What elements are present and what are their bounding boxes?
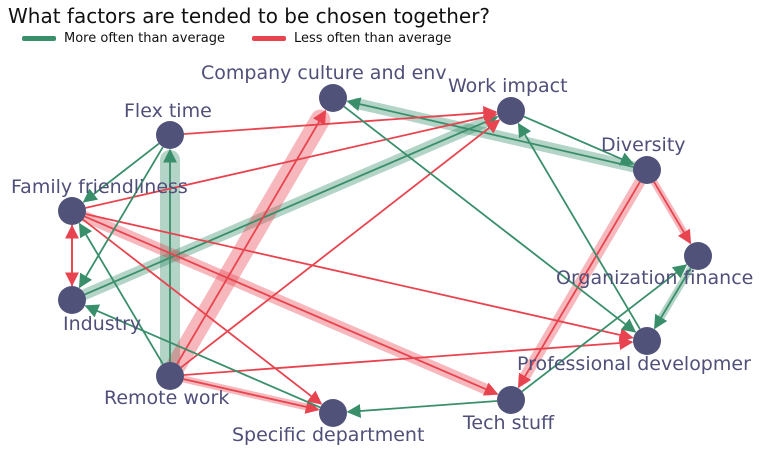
- node-tech_stuff[interactable]: [497, 386, 525, 414]
- edge-remote_work-company_culture: [176, 109, 327, 365]
- node-label-diversity: Diversity: [601, 134, 686, 156]
- edge-company_culture-professional_development: [343, 105, 637, 333]
- edge-flex_time-work_impact: [183, 105, 498, 135]
- node-flex_time[interactable]: [156, 121, 184, 149]
- legend-swatch-less: [252, 36, 286, 41]
- edge-diversity-tech_stuff: [517, 181, 641, 389]
- node-label-work_impact: Work impact: [448, 75, 568, 97]
- edge-industry-work_impact: [84, 115, 499, 296]
- node-label-family_friendliness: Family friendliness: [11, 176, 188, 198]
- edge-professional_development-work_impact: [517, 122, 641, 330]
- node-organization_finance[interactable]: [684, 242, 712, 270]
- node-label-company_culture: Company culture and env: [201, 62, 447, 84]
- node-diversity[interactable]: [633, 156, 661, 184]
- edge-family_friendliness-specific_department: [82, 218, 323, 405]
- edge-family_friendliness-work_impact: [85, 110, 498, 209]
- node-label-organization_finance: Organization finance: [556, 267, 753, 289]
- node-label-industry: Industry: [63, 313, 141, 335]
- node-label-tech_stuff: Tech stuff: [462, 412, 555, 434]
- legend-swatch-more: [22, 36, 56, 41]
- node-specific_department[interactable]: [319, 399, 347, 427]
- edge-remote_work-family_friendliness: [78, 222, 164, 365]
- edge-remote_work-professional_development: [183, 336, 634, 376]
- edge-diversity-organization_finance: [653, 181, 692, 245]
- edge-family_friendliness-professional_development: [85, 213, 634, 342]
- edge-diversity-company_culture: [346, 97, 634, 168]
- node-label-flex_time: Flex time: [124, 100, 212, 122]
- node-label-remote_work: Remote work: [104, 387, 229, 409]
- edge-family_friendliness-tech_stuff: [84, 215, 499, 396]
- chart-title: What factors are tended to be chosen tog…: [8, 4, 491, 28]
- node-company_culture[interactable]: [319, 84, 347, 112]
- edge-flex_time-family_friendliness: [82, 142, 160, 203]
- edge-flex_time-industry: [78, 146, 164, 289]
- node-family_friendliness[interactable]: [58, 197, 86, 225]
- node-label-specific_department: Specific department: [232, 424, 424, 446]
- edge-remote_work-specific_department: [183, 378, 320, 414]
- legend-label-less: Less often than average: [294, 31, 452, 46]
- legend-item-less[interactable]: Less often than average: [252, 31, 451, 46]
- node-remote_work[interactable]: [156, 362, 184, 390]
- edge-work_impact-diversity: [523, 115, 635, 166]
- node-label-professional_development: Professional developmer: [517, 353, 751, 375]
- node-professional_development[interactable]: [633, 327, 661, 355]
- edge-tech_stuff-organization_finance: [521, 264, 688, 393]
- node-industry[interactable]: [58, 286, 86, 314]
- legend-item-more[interactable]: More often than average: [22, 31, 225, 46]
- node-work_impact[interactable]: [497, 97, 525, 125]
- legend-label-more: More often than average: [64, 31, 226, 46]
- edge-tech_stuff-specific_department: [346, 400, 498, 418]
- edge-remote_work-work_impact: [180, 119, 501, 369]
- edge-specific_department-industry: [84, 304, 321, 409]
